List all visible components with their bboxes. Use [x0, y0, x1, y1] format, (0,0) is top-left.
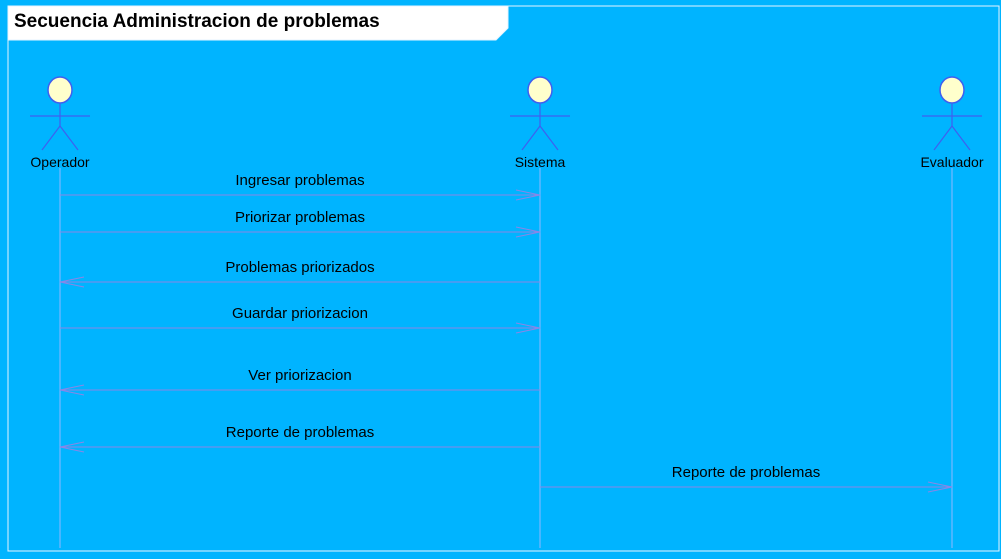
open-arrowhead-icon — [59, 441, 85, 453]
actor-name: Evaluador — [920, 154, 983, 170]
actor-operador: Operador — [30, 76, 90, 170]
actor-head — [939, 76, 965, 104]
actor-stick-figure-icon — [30, 76, 90, 151]
actor-right-leg — [951, 125, 971, 151]
message-3: Problemas priorizados — [59, 259, 540, 288]
message-7: Reporte de problemas — [540, 464, 953, 493]
actor-stick-figure-icon — [922, 76, 982, 151]
message-2: Priorizar problemas — [60, 209, 541, 238]
actor-left-leg — [41, 125, 61, 151]
open-arrowhead-icon — [927, 481, 953, 493]
actor-right-leg — [539, 125, 559, 151]
actor-head — [527, 76, 553, 104]
open-arrowhead-icon — [515, 226, 541, 238]
message-5: Ver priorizacion — [59, 367, 540, 396]
diagram-title: Secuencia Administracion de problemas — [14, 11, 380, 32]
open-arrowhead-icon — [515, 189, 541, 201]
message-label: Guardar priorizacion — [232, 305, 368, 322]
open-arrowhead-icon — [515, 322, 541, 334]
message-label: Reporte de problemas — [226, 424, 374, 441]
open-arrowhead-icon — [59, 384, 85, 396]
open-arrowhead-icon — [59, 276, 85, 288]
actor-name: Operador — [30, 154, 89, 170]
message-label: Ver priorizacion — [248, 367, 351, 384]
message-1: Ingresar problemas — [60, 172, 541, 201]
message-6: Reporte de problemas — [59, 424, 540, 453]
frame-title-tab — [7, 5, 509, 41]
actor-right-leg — [59, 125, 79, 151]
actor-left-leg — [933, 125, 953, 151]
actor-stick-figure-icon — [510, 76, 570, 151]
actors: Operador Sistema Evaluador — [30, 76, 984, 170]
actor-left-leg — [521, 125, 541, 151]
lifelines — [59, 168, 953, 548]
actor-name: Sistema — [515, 154, 566, 170]
message-label: Priorizar problemas — [235, 209, 365, 226]
actor-sistema: Sistema — [510, 76, 570, 170]
message-label: Reporte de problemas — [672, 464, 820, 481]
message-4: Guardar priorizacion — [60, 305, 541, 334]
actor-evaluador: Evaluador — [920, 76, 984, 170]
message-label: Problemas priorizados — [225, 259, 374, 276]
message-label: Ingresar problemas — [235, 172, 364, 189]
actor-head — [47, 76, 73, 104]
